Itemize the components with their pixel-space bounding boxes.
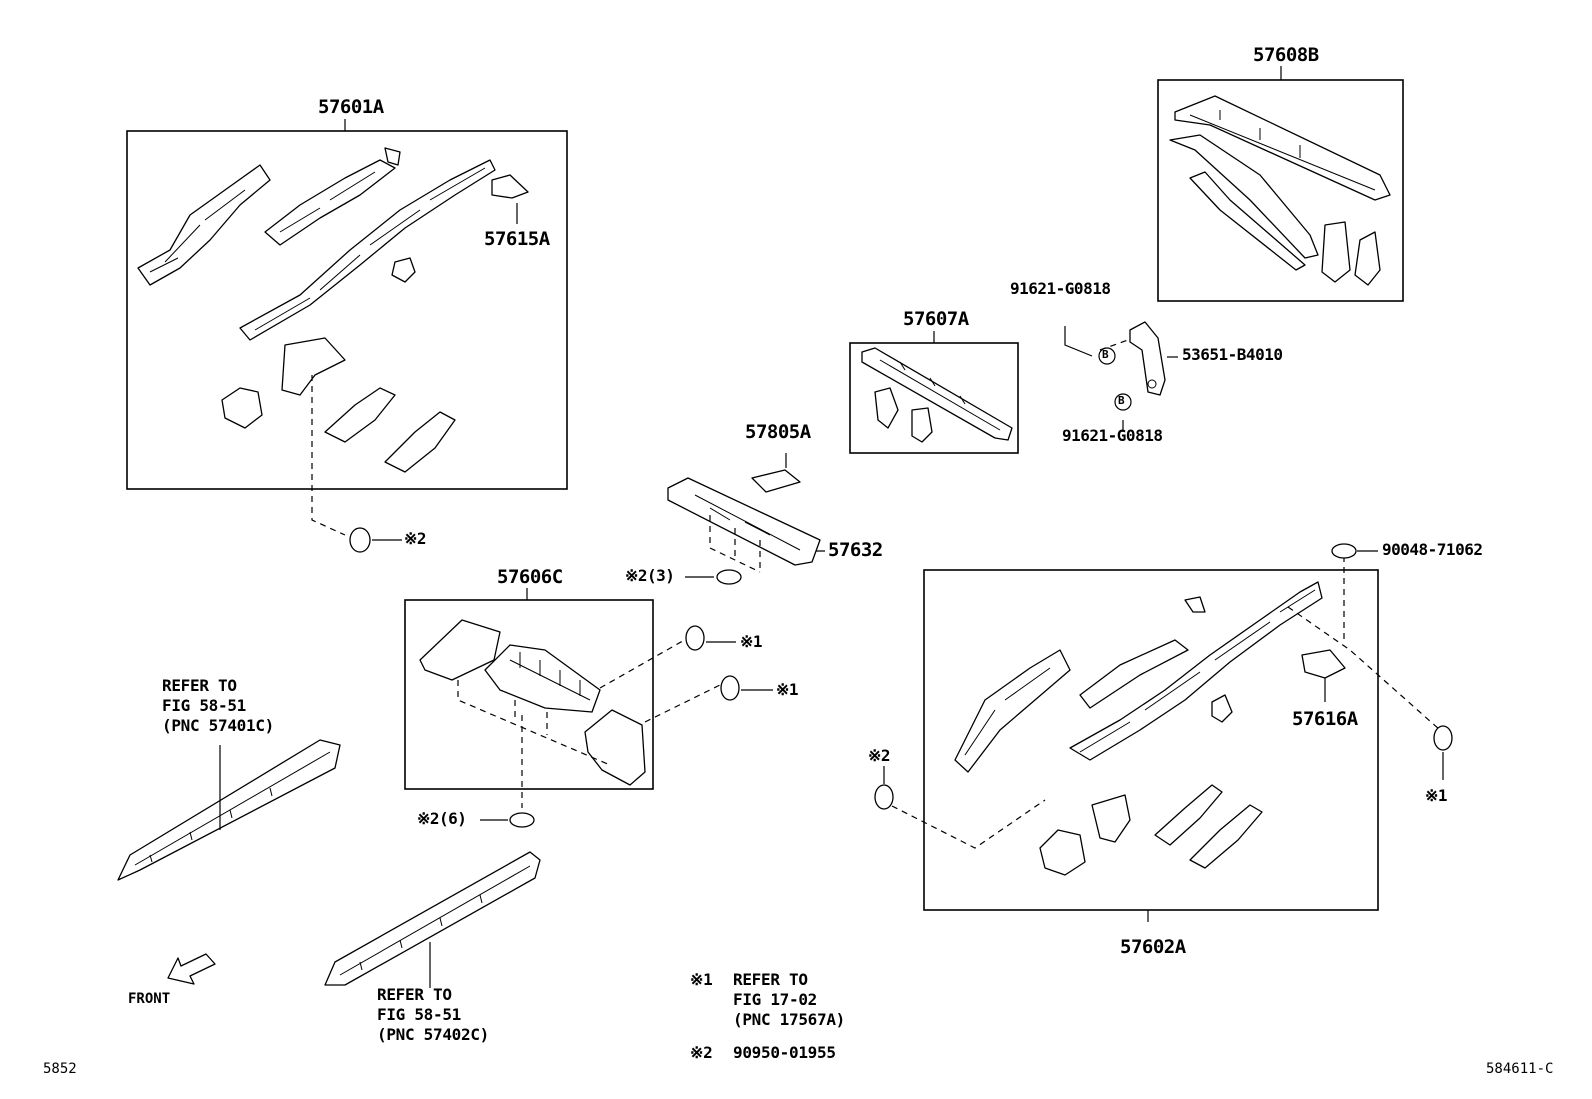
rail-57402C-shape: [324, 851, 541, 988]
label-part-57632: 57632: [828, 539, 883, 561]
group-box-57602A: [923, 569, 1379, 911]
ref-marker-1-c: ※1: [1425, 786, 1448, 805]
bolt-marker-label-bottom: B: [1118, 394, 1125, 407]
label-part-57805A: 57805A: [745, 421, 811, 443]
ref-note-bottom-rail: REFER TO FIG 58-51 (PNC 57402C): [377, 985, 489, 1045]
page-code-right: 584611-C: [1486, 1061, 1554, 1077]
part-57632-shape: [667, 477, 821, 573]
parts-57602A: [954, 556, 1441, 876]
ref-marker-2-b: ※2(3): [625, 566, 675, 585]
ref-marker-1-b: ※1: [776, 680, 799, 699]
legend-note-2-text: 90950-01955: [733, 1043, 836, 1062]
legend-note-1-line-3: (PNC 17567A): [733, 1010, 845, 1029]
bolt-marker-label-top: B: [1102, 348, 1109, 361]
label-part-57615A: 57615A: [484, 228, 550, 250]
label-bracket-53651-B4010: 53651-B4010: [1182, 345, 1283, 364]
grommets: [311, 375, 1453, 849]
label-part-57616A: 57616A: [1292, 708, 1358, 730]
group-box-57601A: [126, 130, 568, 490]
part-57805A-shape: [751, 469, 801, 493]
label-plug-90048-71062: 90048-71062: [1382, 540, 1483, 559]
ref-note-bottom-line-1: REFER TO: [377, 985, 452, 1004]
front-arrow-icon: [167, 953, 216, 985]
parts-57607A: [861, 347, 1013, 443]
parts-57601A: [137, 147, 529, 473]
bolt-marker-bottom: [1114, 393, 1132, 411]
group-box-57606C: [404, 599, 654, 790]
label-leaders: [344, 66, 1326, 922]
label-group-57608B: 57608B: [1253, 44, 1319, 66]
ref-note-bottom-line-3: (PNC 57402C): [377, 1025, 489, 1044]
ref-marker-2-d: ※2: [868, 746, 891, 765]
bolt-marker-top: [1098, 347, 1116, 365]
label-group-57606C: 57606C: [497, 566, 563, 588]
ref-note-left-line-3: (PNC 57401C): [162, 716, 274, 735]
ref-marker-1-a: ※1: [740, 632, 763, 651]
rail-57401C-shape: [117, 739, 341, 881]
legend-note-2-mark: ※2: [690, 1043, 713, 1062]
legend-note-1-mark: ※1: [690, 970, 713, 989]
ref-marker-2-a: ※2: [404, 529, 427, 548]
parts-57606C: [419, 619, 723, 808]
ref-note-left-line-2: FIG 58-51: [162, 696, 246, 715]
label-bolt-top: 91621-G0818: [1010, 279, 1111, 298]
legend-note-1-text: REFER TO FIG 17-02 (PNC 17567A): [733, 970, 845, 1030]
label-group-57602A: 57602A: [1120, 936, 1186, 958]
legend-note-1-line-2: FIG 17-02: [733, 990, 817, 1009]
ref-note-left-line-1: REFER TO: [162, 676, 237, 695]
label-group-57607A: 57607A: [903, 308, 969, 330]
ref-marker-2-c: ※2(6): [417, 809, 467, 828]
legend-note-1-line-1: REFER TO: [733, 970, 808, 989]
label-bolt-bottom: 91621-G0818: [1062, 426, 1163, 445]
parts-57608B: [1169, 95, 1391, 286]
page-code-left: 5852: [43, 1061, 77, 1077]
ref-note-left-rail: REFER TO FIG 58-51 (PNC 57401C): [162, 676, 274, 736]
bracket-53651-B4010-shape: [1064, 321, 1178, 432]
front-label: FRONT: [128, 991, 171, 1007]
label-group-57601A: 57601A: [318, 96, 384, 118]
ref-note-bottom-line-2: FIG 58-51: [377, 1005, 461, 1024]
